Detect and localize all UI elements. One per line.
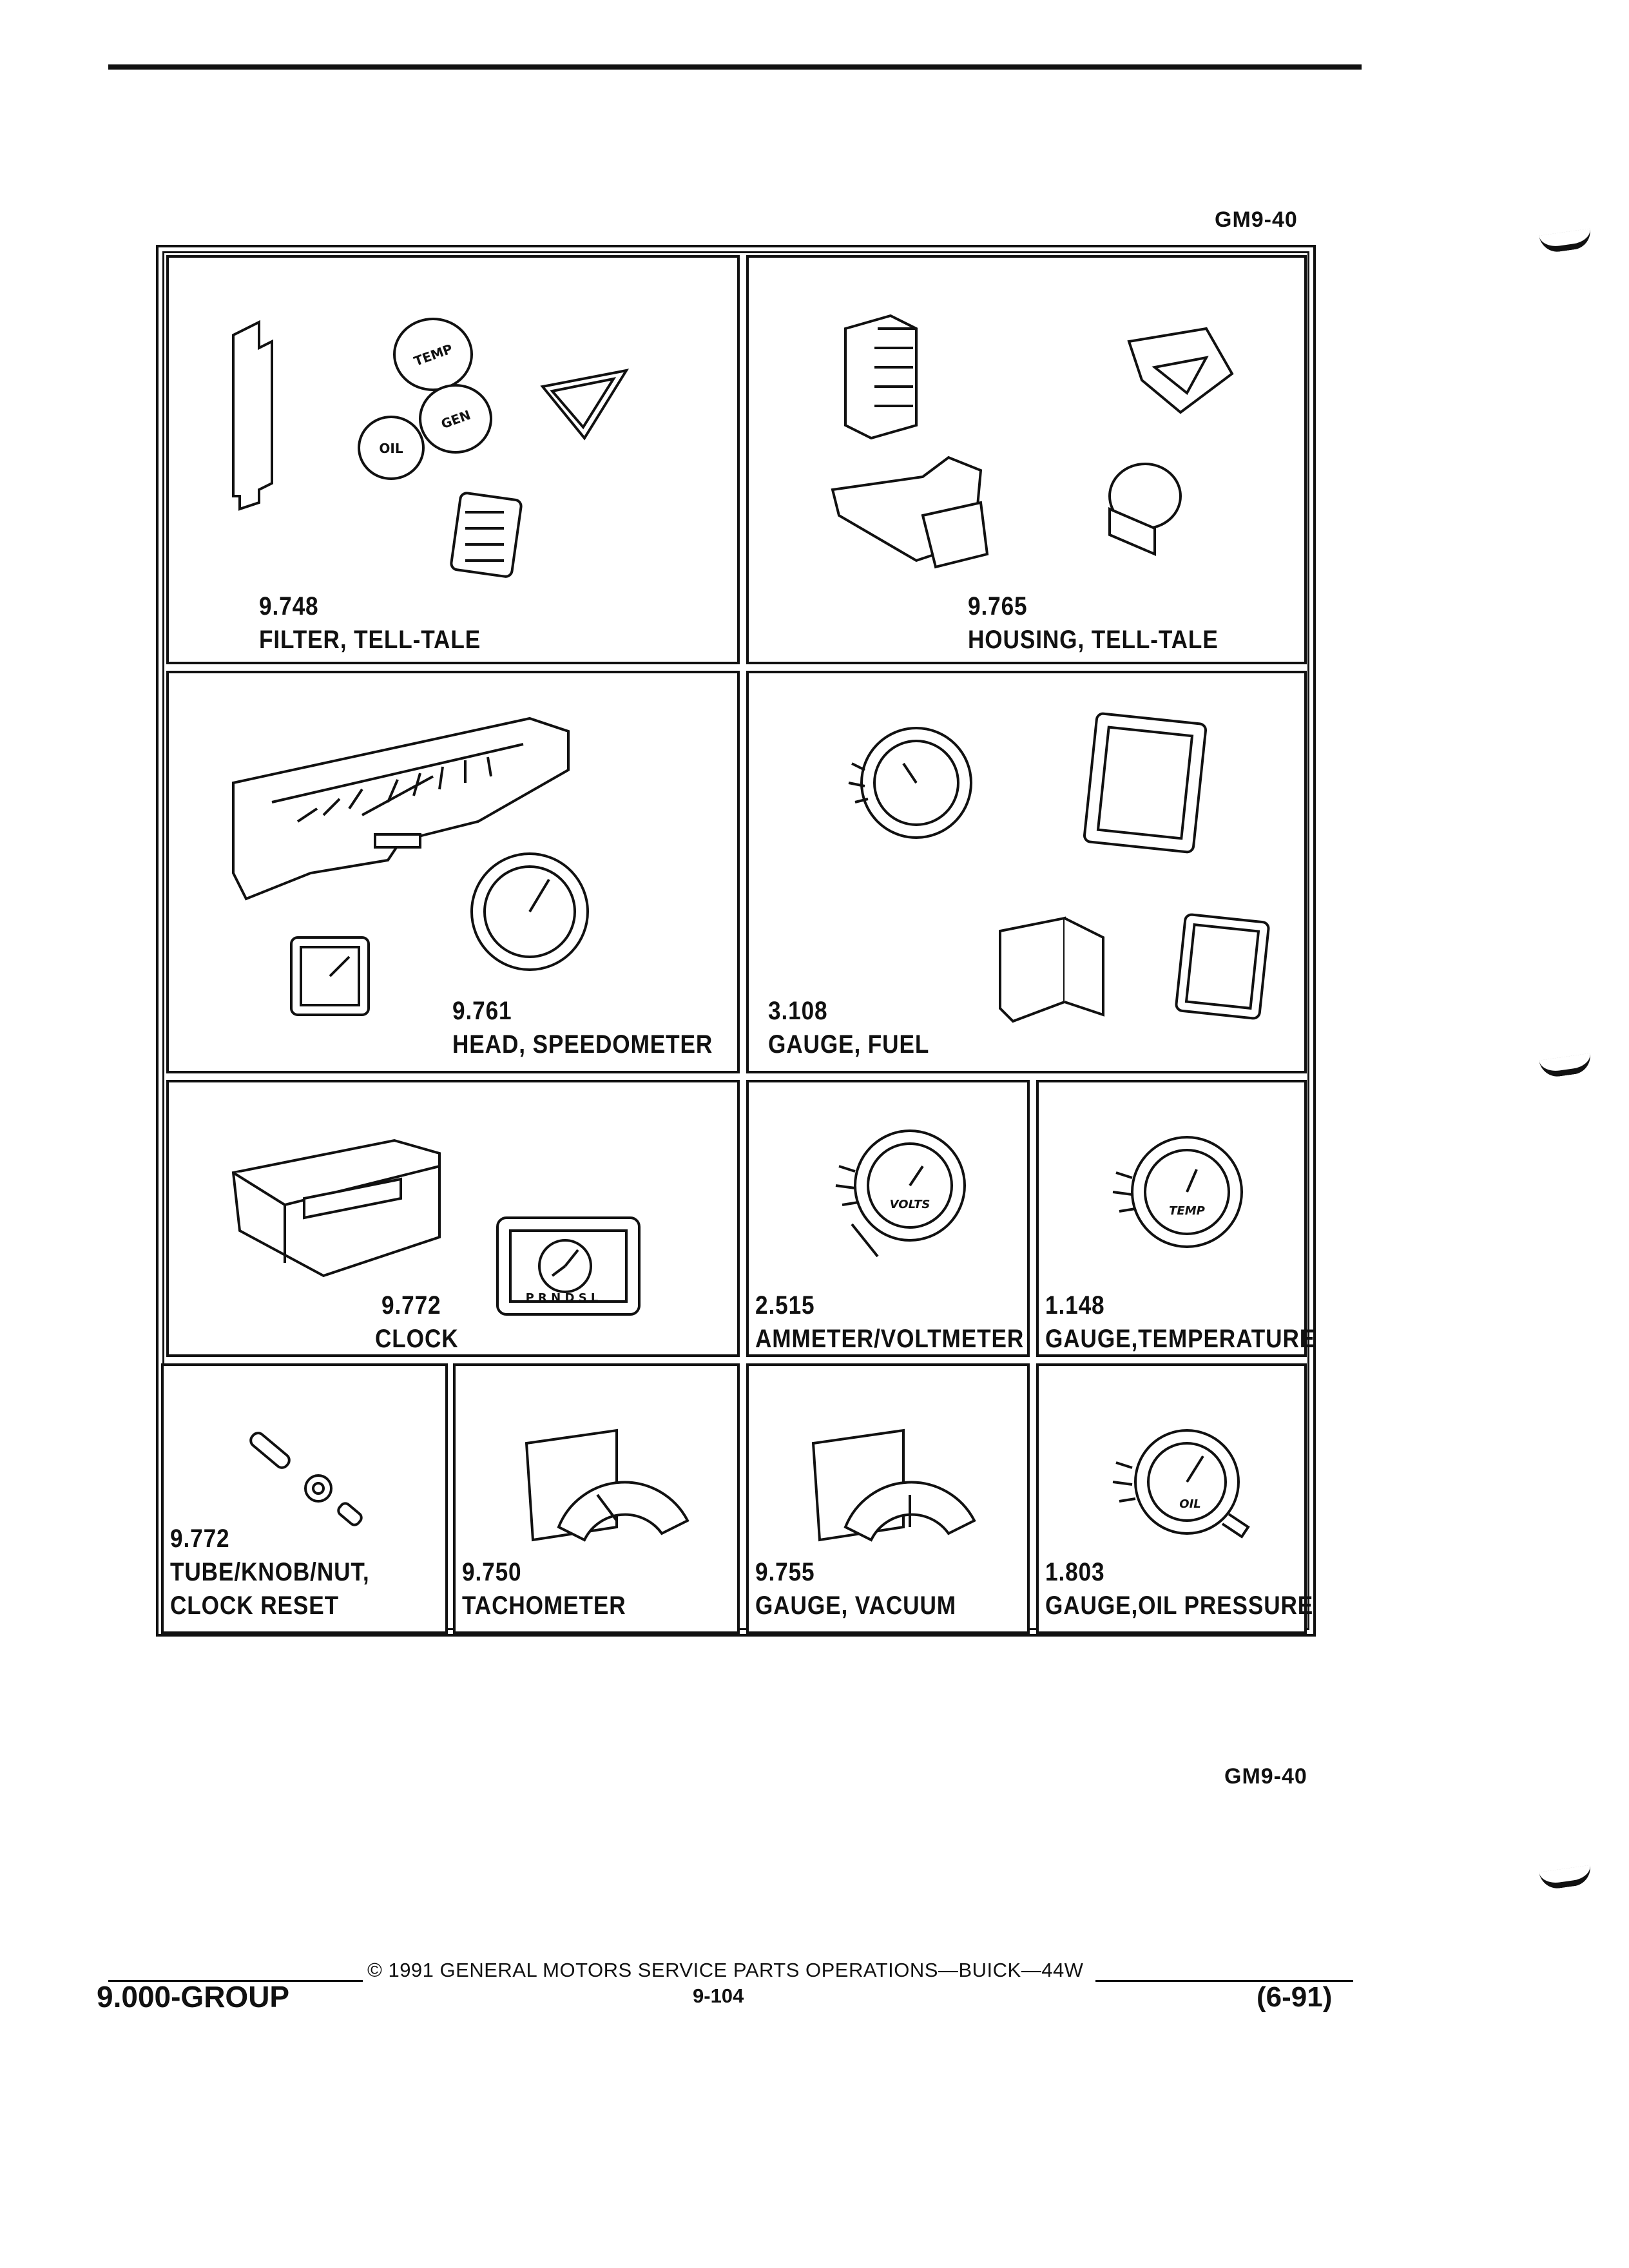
cell-ammeter-voltmeter: VOLTS 2.515 AMMETER/VOLTMETER	[746, 1080, 1030, 1357]
part-number: 9.755	[755, 1558, 815, 1586]
volts-label: VOLTS	[890, 1198, 930, 1211]
temp-gauge-label: TEMP	[1169, 1204, 1205, 1218]
filter-tell-tale-illustration: TEMP OIL GEN	[220, 309, 671, 580]
part-number: 9.748	[259, 592, 319, 620]
footer-rule-left	[108, 1980, 363, 1982]
cell-gauge-vacuum: 9.755 GAUGE, VACUUM	[746, 1363, 1030, 1634]
part-name: FILTER, TELL-TALE	[259, 626, 481, 654]
part-number: 9.761	[452, 997, 512, 1025]
fuel-gauge-illustration	[807, 699, 1258, 1060]
part-name-2: CLOCK RESET	[170, 1591, 339, 1620]
vacuum-gauge-illustration	[807, 1418, 981, 1559]
binder-mark	[1539, 1865, 1593, 1891]
prndsl-label: P R N D S L	[526, 1291, 599, 1305]
cell-gauge-fuel: 3.108 GAUGE, FUEL	[746, 671, 1307, 1073]
cell-gauge-oil-pressure: OIL 1.803 GAUGE,OIL PRESSURE	[1036, 1363, 1313, 1634]
footer-rule-right	[1095, 1980, 1353, 1982]
part-number: 1.148	[1045, 1291, 1105, 1320]
cell-housing-tell-tale: 9.765 HOUSING, TELL-TALE	[746, 255, 1307, 664]
part-name: GAUGE,TEMPERATURE	[1045, 1325, 1316, 1353]
part-number: 3.108	[768, 997, 828, 1025]
parts-frame	[156, 245, 1316, 1637]
part-name: GAUGE, FUEL	[768, 1030, 930, 1059]
oil-gauge-label: OIL	[1179, 1497, 1200, 1511]
top-rule	[108, 64, 1362, 70]
part-name: TUBE/KNOB/NUT,	[170, 1558, 370, 1586]
binder-mark	[1539, 1053, 1593, 1079]
part-name: TACHOMETER	[462, 1591, 626, 1620]
part-name: AMMETER/VOLTMETER	[755, 1325, 1025, 1353]
cell-tachometer: 9.750 TACHOMETER	[453, 1363, 740, 1634]
binder-mark	[1539, 228, 1593, 255]
part-name: GAUGE,OIL PRESSURE	[1045, 1591, 1314, 1620]
voltmeter-illustration: VOLTS	[800, 1108, 994, 1276]
cell-gauge-temperature: TEMP 1.148 GAUGE,TEMPERATURE	[1036, 1080, 1315, 1357]
part-name: HEAD, SPEEDOMETER	[452, 1030, 713, 1059]
ref-code-top: GM9-40	[1215, 207, 1298, 232]
oil-pressure-gauge-illustration: OIL	[1077, 1411, 1271, 1553]
speedometer-illustration	[220, 693, 659, 1028]
part-name: CLOCK	[375, 1325, 459, 1353]
ref-code-bottom: GM9-40	[1224, 1764, 1307, 1789]
clock-illustration: P R N D S L	[227, 1108, 652, 1302]
part-number: 9.772	[170, 1524, 230, 1553]
part-number: 1.803	[1045, 1558, 1105, 1586]
reset-parts-illustration	[241, 1424, 383, 1540]
oil-label: OIL	[379, 441, 403, 456]
part-number: 2.515	[755, 1291, 815, 1320]
cell-head-speedometer: 9.761 HEAD, SPEEDOMETER	[166, 671, 740, 1073]
footer-page-number: 9-104	[693, 1984, 744, 2007]
part-number: 9.750	[462, 1558, 522, 1586]
part-number: 9.765	[968, 592, 1028, 620]
housing-tell-tale-illustration	[820, 303, 1245, 573]
footer-date: (6-91)	[1257, 1981, 1333, 2013]
part-name: HOUSING, TELL-TALE	[968, 626, 1219, 654]
footer-copyright: © 1991 GENERAL MOTORS SERVICE PARTS OPER…	[367, 1959, 1084, 1981]
part-name: GAUGE, VACUUM	[755, 1591, 956, 1620]
temperature-gauge-illustration: TEMP	[1077, 1115, 1271, 1276]
footer-group: 9.000-GROUP	[97, 1980, 290, 2013]
cell-filter-tell-tale: TEMP OIL GEN 9.748 FILTER, TELL-TALE	[166, 255, 740, 664]
part-number: 9.772	[381, 1291, 441, 1320]
cell-clock-reset: 9.772 TUBE/KNOB/NUT, CLOCK RESET	[161, 1363, 448, 1634]
tachometer-illustration	[520, 1418, 694, 1559]
cell-clock: P R N D S L 9.772 CLOCK	[166, 1080, 740, 1357]
